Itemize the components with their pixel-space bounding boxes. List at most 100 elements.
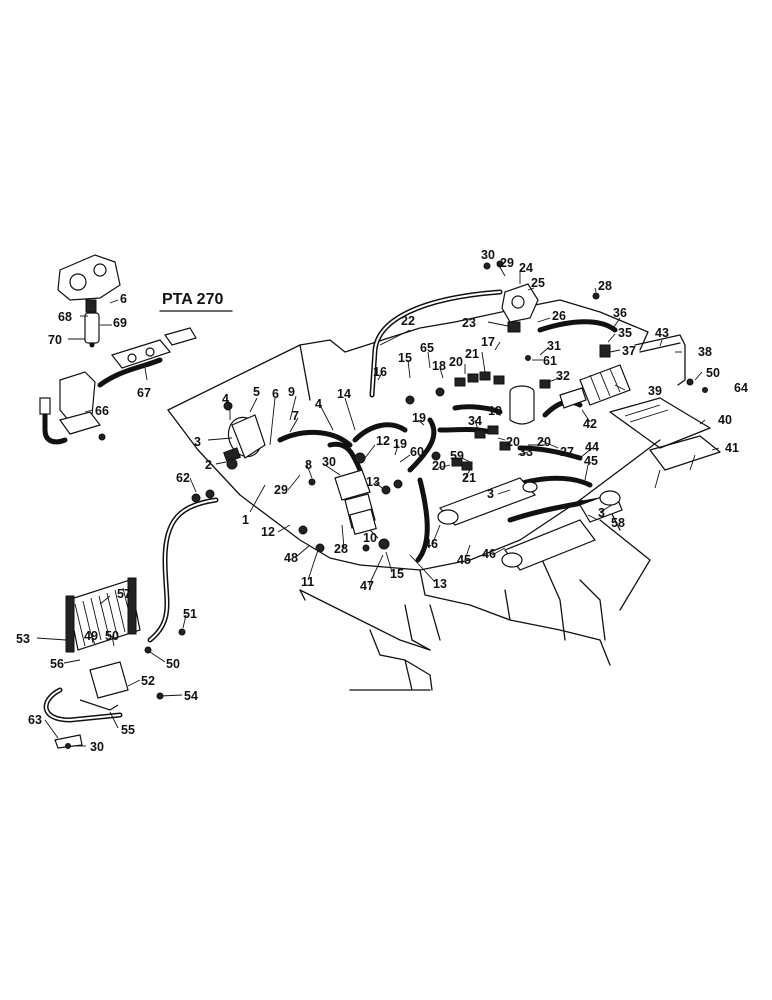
callout-56: 56 <box>50 657 64 671</box>
valve-block-66 <box>39 371 106 441</box>
callout-53: 53 <box>16 632 30 646</box>
callout-29-mid: 29 <box>274 483 288 497</box>
callout-22: 22 <box>401 314 415 328</box>
callout-2: 2 <box>205 458 212 472</box>
filter-canister-5 <box>223 414 266 463</box>
callout-8: 8 <box>305 458 312 472</box>
leader-lines <box>36 261 720 747</box>
callout-5: 5 <box>253 385 260 399</box>
valve-25 <box>501 283 539 333</box>
callout-46-right: 46 <box>482 547 496 561</box>
callout-60: 60 <box>410 445 424 459</box>
callout-28-low: 28 <box>334 542 348 556</box>
callout-32: 32 <box>556 369 570 383</box>
callout-40: 40 <box>718 413 732 427</box>
callout-labels: 30 29 24 25 28 6 68 69 70 22 26 23 36 43… <box>16 248 748 754</box>
callout-13-top: 13 <box>366 475 380 489</box>
callout-68: 68 <box>58 310 72 324</box>
callout-62: 62 <box>176 471 190 485</box>
callout-28: 28 <box>598 279 612 293</box>
cylinder-45 <box>437 477 538 526</box>
callout-38: 38 <box>698 345 712 359</box>
control-valve-bank-32 <box>559 344 631 409</box>
callout-4-mid: 4 <box>315 397 322 411</box>
callout-39: 39 <box>648 384 662 398</box>
valve-block-67 <box>110 327 197 369</box>
callout-37: 37 <box>622 344 636 358</box>
callout-7: 7 <box>292 409 299 423</box>
callout-20-top: 20 <box>449 355 463 369</box>
pump-assembly <box>57 254 121 344</box>
callout-17: 17 <box>481 335 495 349</box>
small-fittings <box>65 260 708 749</box>
callout-21-b: 21 <box>462 471 476 485</box>
callout-50-right: 50 <box>706 366 720 380</box>
callout-15-top: 15 <box>398 351 412 365</box>
callout-21-top: 21 <box>465 347 479 361</box>
callout-12-top: 12 <box>376 434 390 448</box>
callout-49: 49 <box>84 629 98 643</box>
callout-54: 54 <box>184 689 198 703</box>
callout-63: 63 <box>28 713 42 727</box>
callout-1: 1 <box>242 513 249 527</box>
callout-14: 14 <box>337 387 351 401</box>
callout-69: 69 <box>113 316 127 330</box>
callout-65: 65 <box>420 341 434 355</box>
callout-48: 48 <box>284 551 298 565</box>
handle-43 <box>634 334 686 386</box>
callout-61: 61 <box>543 354 557 368</box>
callout-29: 29 <box>500 256 514 270</box>
callout-4-left: 4 <box>222 392 229 406</box>
callout-24: 24 <box>519 261 533 275</box>
oil-cooler-57 <box>54 577 141 749</box>
callout-66: 66 <box>95 404 109 418</box>
callout-30-mid: 30 <box>322 455 336 469</box>
callout-6: 6 <box>120 292 127 306</box>
callout-23: 23 <box>462 316 476 330</box>
fittings-cluster <box>451 371 551 471</box>
callout-57: 57 <box>117 587 131 601</box>
callout-31: 31 <box>547 339 561 353</box>
callout-20-c: 20 <box>537 435 551 449</box>
diagram-title: PTA 270 <box>162 291 223 308</box>
callout-20-b: 20 <box>506 435 520 449</box>
control-valve-28 <box>334 452 377 535</box>
callout-27: 27 <box>560 445 574 459</box>
callout-70: 70 <box>48 333 62 347</box>
callout-55: 55 <box>121 723 135 737</box>
tractor-frame <box>167 299 661 691</box>
cylinder-58 <box>501 490 623 571</box>
callout-45-low: 45 <box>457 553 471 567</box>
callout-35: 35 <box>618 326 632 340</box>
callout-12-low: 12 <box>261 525 275 539</box>
hoses <box>42 289 618 723</box>
callout-11: 11 <box>301 575 314 589</box>
callout-26: 26 <box>552 309 566 323</box>
callout-25: 25 <box>531 276 545 290</box>
callout-50-mid: 50 <box>105 629 119 643</box>
callout-6-mid: 6 <box>272 387 279 401</box>
callout-16: 16 <box>373 365 387 379</box>
callout-44: 44 <box>585 440 599 454</box>
callout-36: 36 <box>613 306 627 320</box>
callout-52: 52 <box>141 674 155 688</box>
callout-3-left: 3 <box>194 435 201 449</box>
callout-3-right: 3 <box>598 506 605 520</box>
callout-42: 42 <box>583 417 597 431</box>
filter-canister-27 <box>509 385 535 425</box>
callout-15-low: 15 <box>390 567 404 581</box>
callout-10: 10 <box>363 531 377 545</box>
callout-46-left: 46 <box>424 537 438 551</box>
callout-51: 51 <box>183 607 197 621</box>
callout-19-b: 19 <box>488 404 502 418</box>
callout-33: 33 <box>519 445 533 459</box>
callout-67: 67 <box>137 386 151 400</box>
callout-13-low: 13 <box>433 577 447 591</box>
callout-59: 59 <box>450 449 464 463</box>
callout-30: 30 <box>481 248 495 262</box>
callout-47: 47 <box>360 579 374 593</box>
callout-50-low: 50 <box>166 657 180 671</box>
callout-64: 64 <box>734 381 748 395</box>
